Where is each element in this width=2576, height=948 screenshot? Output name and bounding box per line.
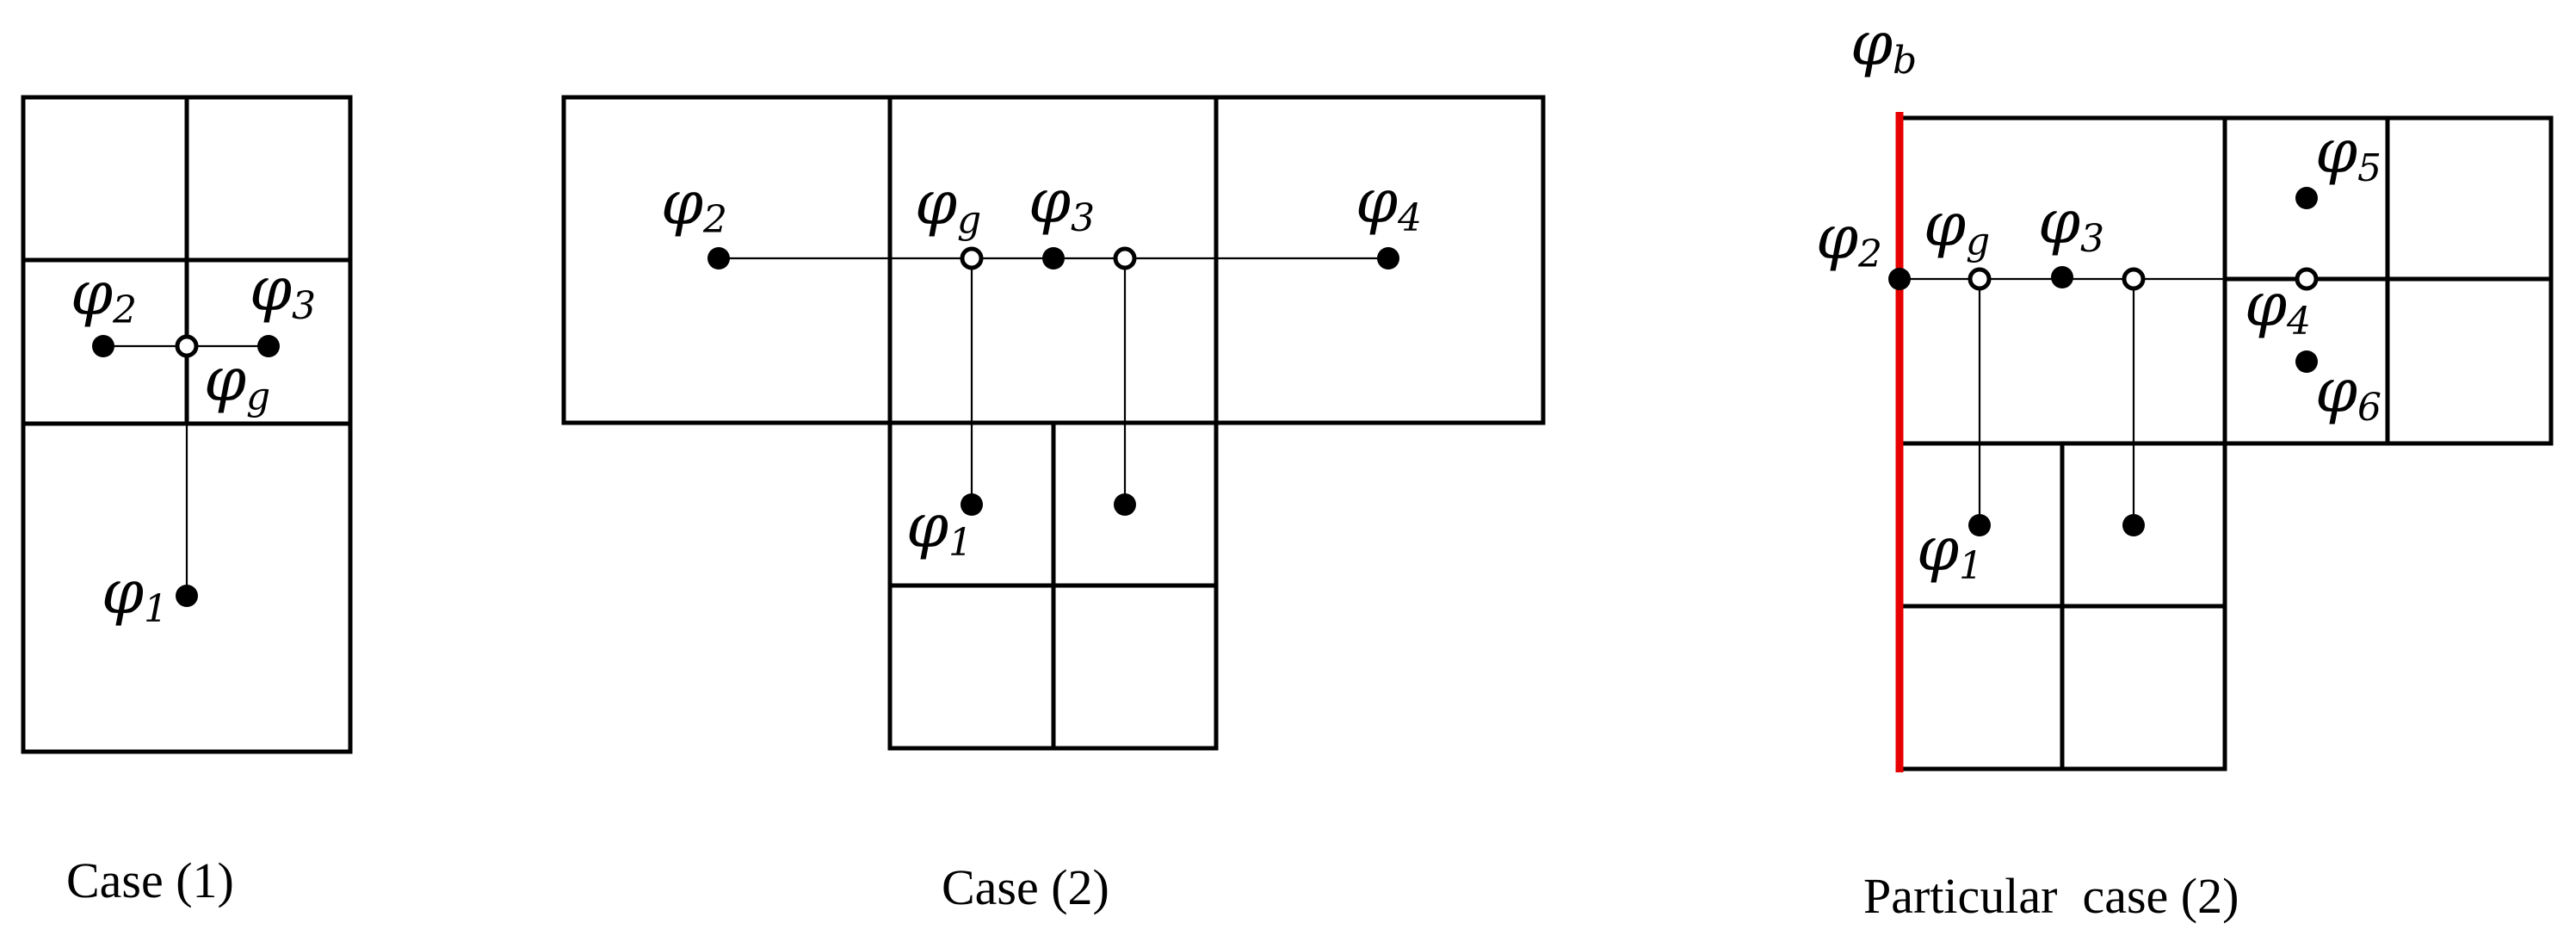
case1-label-phi1: φ1	[102, 557, 168, 631]
case1-label-phig: φg	[204, 344, 270, 418]
case3-label-phi6: φ6	[2315, 356, 2381, 430]
case2-node-phi3	[1042, 247, 1065, 270]
case3-node-extra	[2122, 514, 2145, 536]
case2-label-phi4: φ4	[1356, 166, 1422, 240]
case3-label-phi4: φ4	[2245, 270, 2311, 344]
case1-ghost-node	[175, 334, 199, 358]
case3-ghost-node-right	[2122, 267, 2146, 291]
case3-ghost-node-left	[1968, 267, 1992, 291]
case3-stencil	[1888, 187, 2319, 536]
case3-node-phi6	[2295, 350, 2318, 373]
case2-node-phi4	[1377, 247, 1399, 270]
case3-node-phi3	[2051, 266, 2073, 288]
case2-stencil	[707, 246, 1399, 516]
case1-caption: Case (1)	[66, 852, 234, 908]
case1-label-phi2: φ2	[71, 258, 137, 332]
case2-ghost-node-right	[1113, 246, 1137, 270]
case3-node-phi2	[1888, 268, 1911, 290]
case3-label-phib: φb	[1850, 9, 1917, 83]
case1-label-phi3: φ3	[250, 254, 316, 328]
case3-labels: φb φ2 φg φ3 φ4 φ5 φ6 φ1	[1816, 9, 2381, 588]
case1-node-phi1	[176, 585, 198, 607]
case2-caption: Case (2)	[942, 859, 1109, 915]
case1-node-phi2	[92, 335, 114, 357]
case2-label-phi3: φ3	[1029, 166, 1095, 240]
case3-label-phi5: φ5	[2315, 116, 2381, 190]
case3-caption: Particular case (2)	[1863, 868, 2239, 924]
case3-node-phi5	[2295, 187, 2318, 209]
case3-label-phi3: φ3	[2038, 187, 2104, 261]
case2-node-phi1	[961, 493, 983, 516]
case2-node-extra	[1114, 493, 1136, 516]
case3-grid	[1897, 115, 2554, 771]
case2-label-phig: φg	[915, 168, 981, 242]
case3-label-phi2: φ2	[1816, 202, 1882, 276]
case1-labels: φ2 φ3 φg φ1	[71, 254, 316, 631]
case2-node-phi2	[707, 247, 730, 270]
case2-ghost-node-left	[960, 246, 984, 270]
case3-label-phi1: φ1	[1917, 514, 1983, 588]
case2-labels: φ2 φg φ3 φ4 φ1	[661, 166, 1422, 565]
case1-node-phi3	[257, 335, 280, 357]
case3-label-phig: φg	[1924, 189, 1990, 263]
case1-stencil	[92, 334, 280, 607]
case2-grid	[561, 95, 1546, 751]
case2-label-phi2: φ2	[661, 168, 727, 242]
case2-label-phi1: φ1	[906, 491, 973, 565]
case3-ghost-node-phi4	[2295, 267, 2319, 291]
case3-node-phi1	[1968, 514, 1991, 536]
